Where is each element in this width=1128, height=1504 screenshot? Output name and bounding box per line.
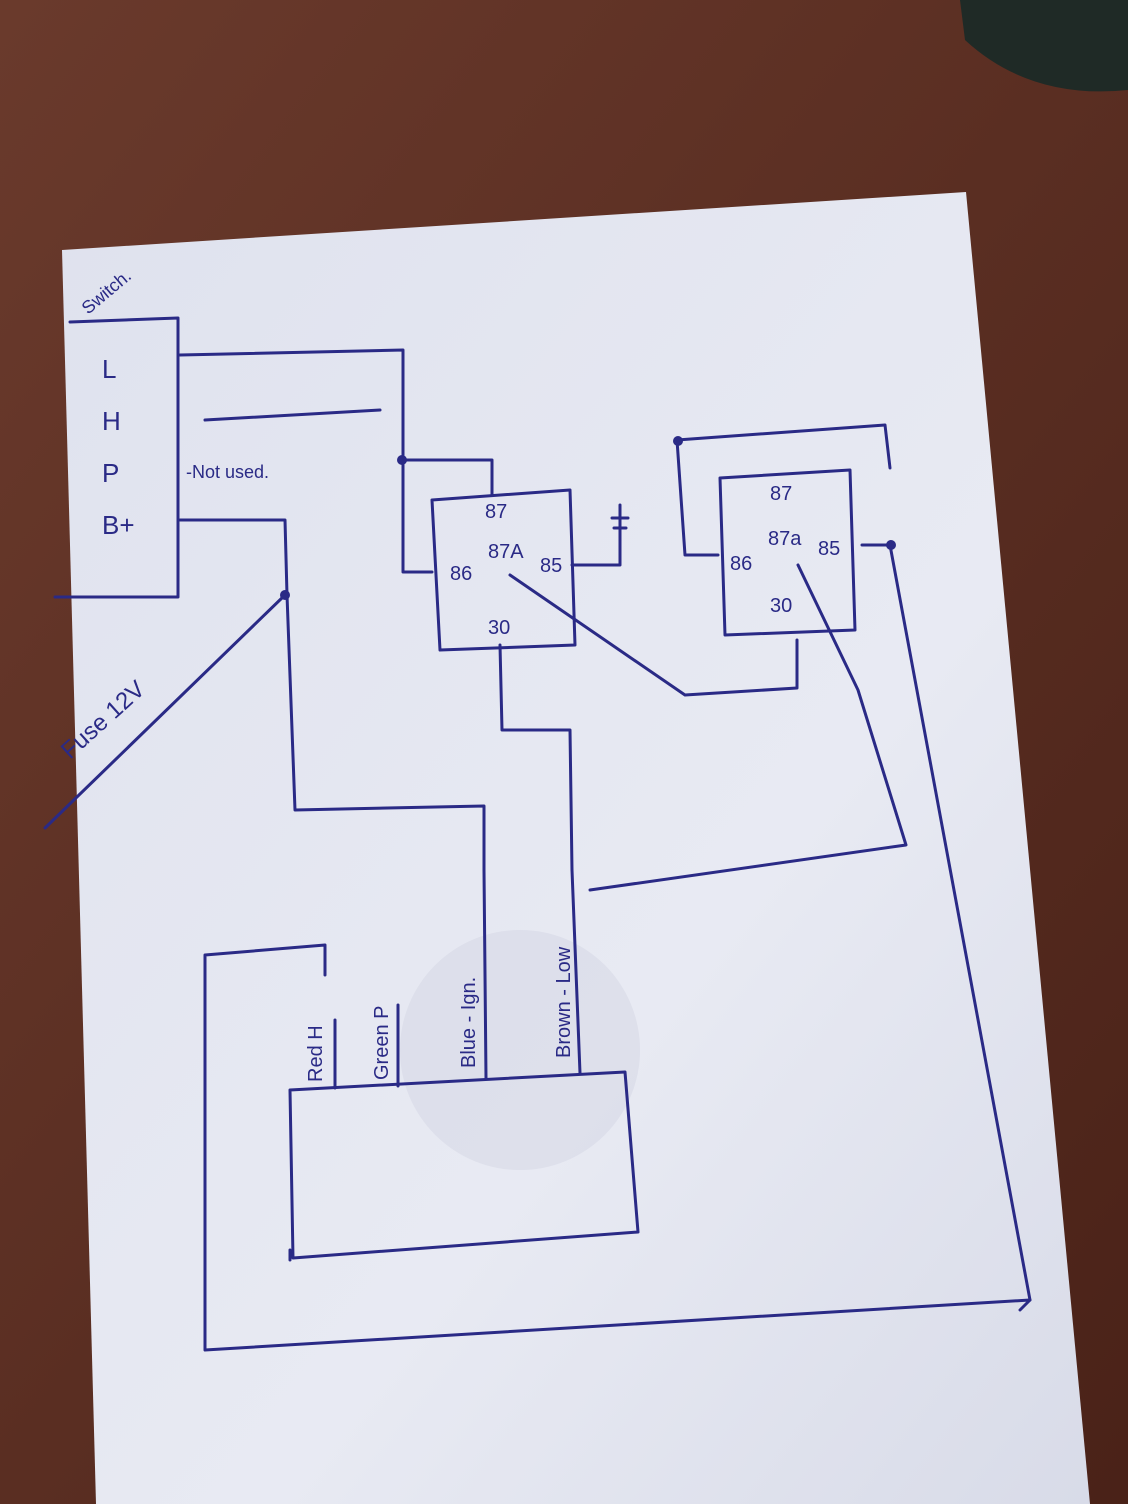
wire-86-relay2 <box>675 438 720 557</box>
wire-bplus <box>178 518 486 872</box>
wire-87a-relay2 <box>588 563 908 892</box>
wire-30-relay1 <box>498 643 574 872</box>
switch-terminal-p: P <box>102 458 119 488</box>
relay-1-pin-87: 87 <box>485 501 507 523</box>
relay-2-pin-86: 86 <box>730 553 752 575</box>
relay-1: 87 87A 86 85 30 <box>430 488 577 652</box>
wire-87-relay1 <box>401 458 494 497</box>
relay-1-pin-30: 30 <box>488 617 510 639</box>
wire-h <box>203 408 382 422</box>
wire-brown <box>570 868 582 1075</box>
wire-label-blue: Blue - Ign. <box>458 977 480 1068</box>
wire-to-85-relay2 <box>675 423 892 470</box>
switch-terminal-bplus: B+ <box>102 510 135 540</box>
junction-dot <box>886 540 896 550</box>
wire-l <box>178 348 405 462</box>
relay-1-box <box>430 488 577 652</box>
relay-2-pin-85: 85 <box>818 538 840 560</box>
relay-2-pin-87: 87 <box>770 483 792 505</box>
wire-87a-to-30 <box>508 573 799 697</box>
connector: Red H Green P Blue - Ign. Brown - Low <box>288 946 640 1262</box>
relay-2-pin-30: 30 <box>770 595 792 617</box>
wire-blue <box>482 868 488 1080</box>
relay-2: 87 87a 86 85 30 <box>718 468 857 637</box>
relay-2-box <box>718 468 857 637</box>
not-used-note: -Not used. <box>186 462 269 482</box>
switch-box-outline <box>53 316 180 599</box>
switch-terminal-h: H <box>102 406 121 436</box>
wire-label-red: Red H <box>305 1025 327 1082</box>
relay-2-pin-87a: 87a <box>768 528 802 550</box>
junction-dot <box>673 436 683 446</box>
fuse-wire <box>43 593 287 830</box>
wire-frame-loop <box>203 943 1032 1352</box>
relay-1-pin-87a: 87A <box>488 541 524 563</box>
connector-box <box>288 1070 640 1260</box>
wire-86-relay1 <box>401 458 434 574</box>
switch-terminal-l: L <box>102 354 116 384</box>
paper-sheet <box>62 192 1090 1504</box>
relay-1-pin-85: 85 <box>540 555 562 577</box>
wire-label-green: Green P <box>371 1006 393 1080</box>
wires <box>178 348 1032 1352</box>
wire-label-brown: Brown - Low <box>553 946 575 1058</box>
relay-1-pin-86: 86 <box>450 563 472 585</box>
junction-dot <box>397 455 407 465</box>
mug-corner <box>960 0 1128 92</box>
tape-circle <box>400 930 640 1170</box>
